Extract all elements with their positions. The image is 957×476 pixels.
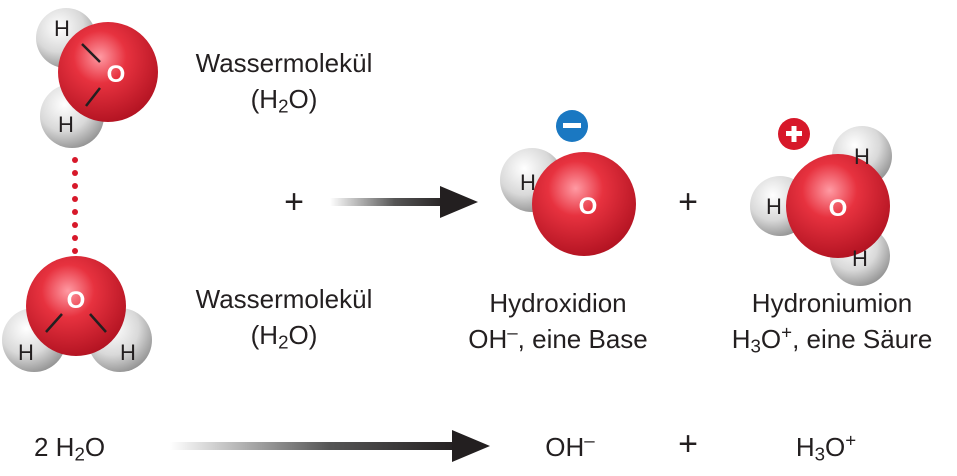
- equation-reactant: 2 H2O: [34, 432, 106, 465]
- water-molecule-bottom: O H H: [2, 256, 152, 372]
- water-top-formula: (H2O): [250, 84, 318, 117]
- formula-part: OH: [545, 432, 585, 462]
- plus-sign-products: +: [678, 183, 698, 221]
- hydroxide-formula: OH–, eine Base: [468, 321, 648, 354]
- water-molecule-top: O H H: [36, 8, 158, 148]
- reaction-arrow: [330, 186, 478, 218]
- oxygen-label: O: [829, 195, 848, 222]
- formula-part: (H: [250, 320, 279, 350]
- plus-sign-reactants: +: [284, 183, 304, 221]
- formula-part: , eine Säure: [792, 324, 933, 354]
- hydronium-formula: H3O+, eine Säure: [731, 321, 933, 357]
- oxygen-atom: [26, 256, 126, 356]
- hydrogen-label: H: [854, 144, 870, 169]
- water-bottom-formula: (H2O): [250, 320, 318, 353]
- hydrogen-label: H: [18, 340, 34, 365]
- hydronium-name: Hydroniumion: [751, 288, 913, 318]
- equation-plus-sign: +: [678, 425, 698, 463]
- formula-subscript: 3: [750, 335, 761, 357]
- formula-part: O): [288, 320, 318, 350]
- bond-line: [45, 313, 63, 333]
- hydrogen-bond-dots: [72, 157, 78, 254]
- formula-superscript: –: [584, 429, 595, 451]
- formula-part: O): [288, 84, 318, 114]
- bond-line: [89, 313, 107, 333]
- oxygen-label: O: [579, 193, 598, 220]
- formula-part: O: [825, 432, 846, 462]
- equation-arrow: [170, 430, 490, 462]
- water-top-name: Wassermolekül: [195, 48, 373, 78]
- formula-part: , eine Base: [517, 324, 648, 354]
- oxygen-atom: [532, 152, 636, 256]
- formula-subscript: 2: [74, 443, 85, 465]
- formula-part: H: [731, 324, 751, 354]
- oxygen-atom: [58, 22, 158, 122]
- formula-superscript: +: [845, 429, 857, 451]
- formula-subscript: 3: [814, 443, 826, 465]
- equation-product-hydronium: H3O+: [795, 429, 857, 465]
- hydrogen-label: H: [852, 246, 868, 271]
- formula-subscript: 2: [278, 331, 289, 353]
- hydrogen-label: H: [58, 112, 74, 137]
- oxygen-label: O: [67, 287, 86, 314]
- formula-part: O: [84, 432, 106, 462]
- plus-sign-vertical: [791, 126, 797, 142]
- hydrogen-label: H: [520, 170, 536, 195]
- hydrogen-label: H: [766, 194, 782, 219]
- formula-part: 2 H: [34, 432, 75, 462]
- hydronium-ion: O H H H: [750, 118, 892, 286]
- formula-part: OH: [468, 324, 508, 354]
- hydrogen-label: H: [54, 16, 70, 41]
- formula-superscript: –: [507, 321, 518, 343]
- hydroxide-ion: O H: [500, 110, 636, 256]
- oxygen-atom: [786, 154, 890, 258]
- minus-sign: [563, 123, 581, 128]
- water-bottom-name: Wassermolekül: [195, 284, 373, 314]
- formula-subscript: 2: [278, 95, 289, 117]
- hydrogen-label: H: [120, 340, 136, 365]
- formula-superscript: +: [781, 321, 793, 343]
- formula-part: (H: [250, 84, 279, 114]
- formula-part: O: [760, 324, 782, 354]
- equation-product-hydroxide: OH–: [545, 429, 595, 462]
- bond-line: [81, 43, 101, 63]
- hydroxide-name: Hydroxidion: [489, 288, 627, 318]
- bond-line: [85, 87, 101, 107]
- oxygen-label: O: [107, 61, 126, 88]
- formula-part: H: [795, 432, 815, 462]
